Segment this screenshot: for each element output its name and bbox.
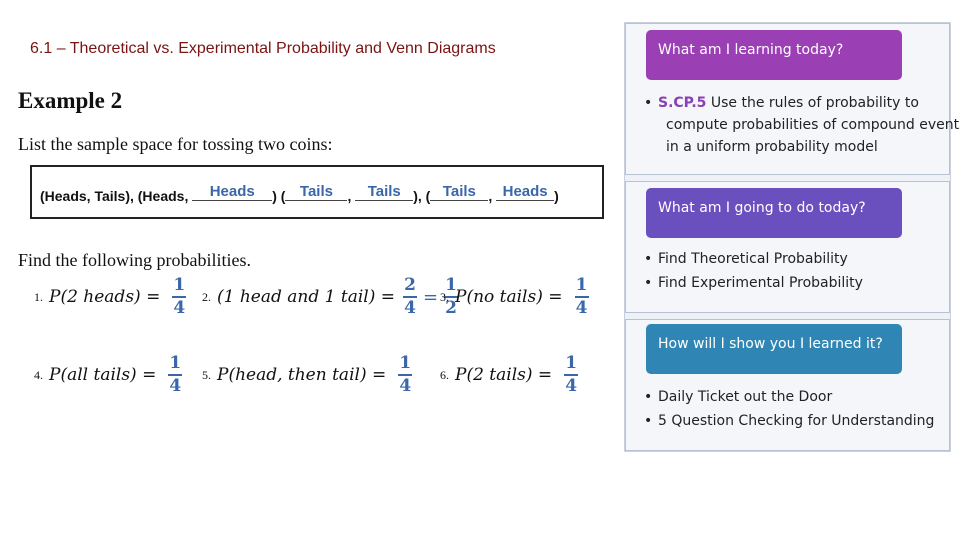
bullet-icon: • <box>644 275 653 291</box>
sample-space-blank-3: Tails <box>355 183 414 201</box>
separator: ) <box>554 188 559 204</box>
bullet-icon: • <box>644 251 653 267</box>
separator: ) ( <box>272 188 286 204</box>
learning-line-3: in a uniform probability model <box>666 139 878 155</box>
learning-line-2: compute probabilities of compound events <box>666 117 960 133</box>
problem-expression: (1 head and 1 tail) = <box>217 287 395 307</box>
problem-number: 3. <box>440 289 449 304</box>
learning-bullet: •S.CP.5 Use the rules of probability to <box>644 92 919 114</box>
instruction-text: List the sample space for tossing two co… <box>18 134 333 154</box>
example-heading: Example 2 <box>18 88 123 113</box>
bullet-icon: • <box>644 389 653 405</box>
sample-space-given: (Heads, Tails), (Heads, <box>40 188 193 204</box>
problem-number: 2. <box>202 289 211 304</box>
standard-code: S.CP.5 <box>658 95 707 111</box>
problem-expression: P(no tails) = <box>455 287 563 307</box>
sample-space-line: (Heads, Tails), (Heads, Heads) (Tails, T… <box>40 183 559 204</box>
problem-number: 1. <box>34 289 43 304</box>
showing-section: How will I show you I learned it? •Daily… <box>625 319 950 451</box>
problem-number: 4. <box>34 367 43 382</box>
showing-bullet-2: •5 Question Checking for Understanding <box>644 410 934 432</box>
separator: , <box>488 188 497 204</box>
sample-space-blank-2: Tails <box>285 183 348 201</box>
sample-space-blank-5: Heads <box>496 183 555 201</box>
bullet-icon: • <box>644 413 653 429</box>
sample-space-box: (Heads, Tails), (Heads, Heads) (Tails, T… <box>30 165 604 219</box>
sample-space-blank-1: Heads <box>192 183 273 201</box>
problem-number: 6. <box>440 367 449 382</box>
sample-space-blank-4: Tails <box>430 183 489 201</box>
doing-banner: What am I going to do today? <box>646 188 902 238</box>
problem-expression: P(2 heads) = <box>49 287 161 307</box>
equals-sign: = <box>423 286 439 308</box>
learning-banner: What am I learning today? <box>646 30 902 80</box>
problem-expression: P(all tails) = <box>49 365 157 385</box>
showing-bullet-1: •Daily Ticket out the Door <box>644 386 832 408</box>
doing-bullet-1: •Find Theoretical Probability <box>644 248 848 270</box>
separator: , <box>347 188 356 204</box>
bullet-icon: • <box>644 95 653 111</box>
doing-bullet-2: •Find Experimental Probability <box>644 272 863 294</box>
find-heading: Find the following probabilities. <box>18 250 251 270</box>
showing-banner: How will I show you I learned it? <box>646 324 902 374</box>
slide-title: 6.1 – Theoretical vs. Experimental Proba… <box>30 40 496 57</box>
problem-expression: P(2 tails) = <box>455 365 553 385</box>
objectives-panel: What am I learning today? •S.CP.5 Use th… <box>624 22 960 452</box>
doing-section: What am I going to do today? •Find Theor… <box>625 181 950 313</box>
problem-number: 5. <box>202 367 211 382</box>
separator: ), ( <box>413 188 431 204</box>
learning-section: What am I learning today? •S.CP.5 Use th… <box>625 23 960 175</box>
problem-expression: P(head, then tail) = <box>217 365 387 385</box>
